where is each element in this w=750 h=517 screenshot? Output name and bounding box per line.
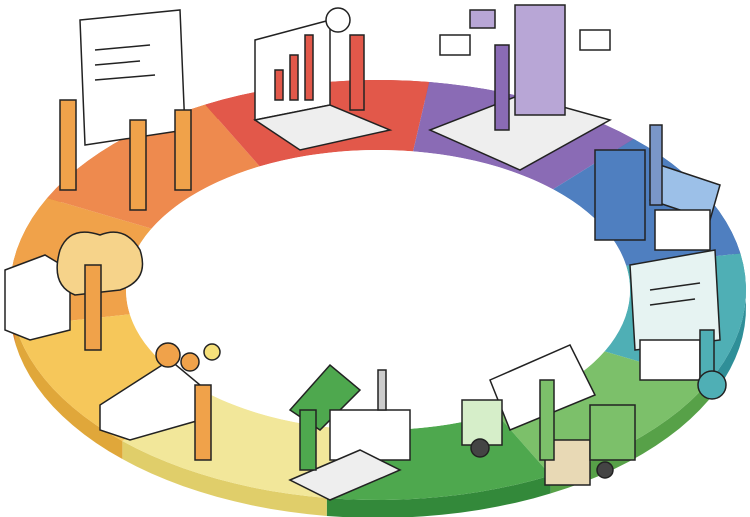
segment-green-bottom-side bbox=[326, 475, 551, 517]
forklift-icon bbox=[539, 379, 636, 486]
ring-center bbox=[126, 150, 630, 430]
robot-arm-icon bbox=[288, 363, 411, 501]
laptop-chart-icon bbox=[253, 7, 393, 151]
segment-orange-top-left bbox=[47, 104, 260, 229]
server-cloud-icon bbox=[4, 231, 144, 351]
binders-solar-icon bbox=[594, 124, 721, 251]
segment-yellow-bottom-left-side bbox=[122, 441, 327, 516]
factory-gears-icon bbox=[99, 342, 221, 461]
segment-yellow-left-side bbox=[15, 326, 123, 460]
whiteboard-icon bbox=[59, 9, 192, 211]
tablet-mail-icon bbox=[428, 4, 612, 171]
computer-desk-icon bbox=[629, 249, 727, 400]
